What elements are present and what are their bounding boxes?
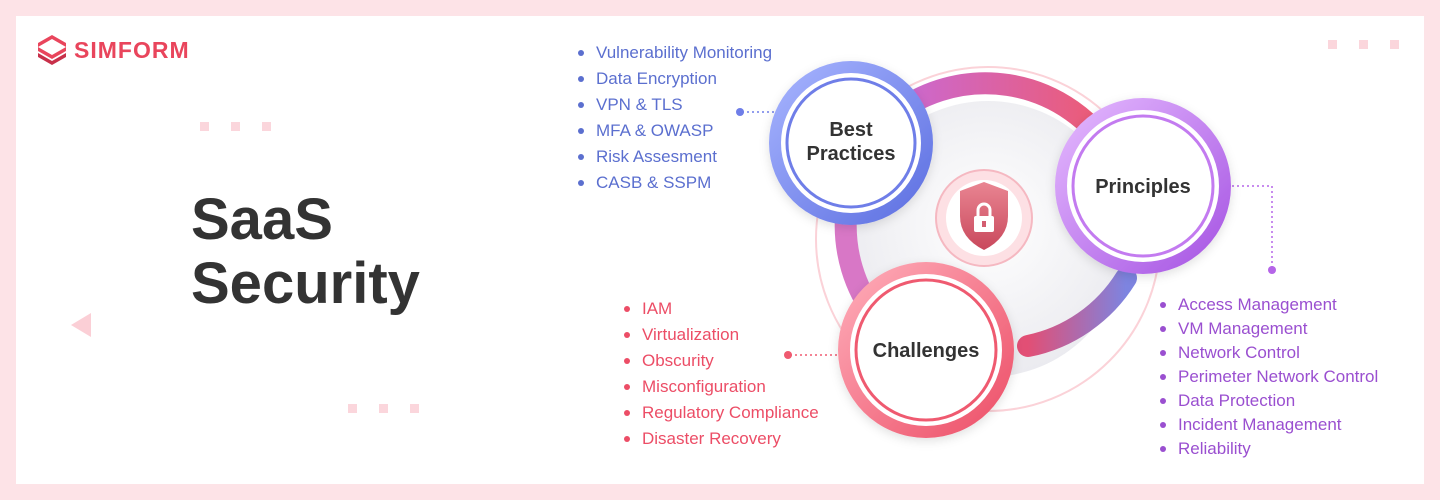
brand-logo[interactable]: SIMFORM [36, 34, 190, 66]
list-item: Incident Management [1160, 414, 1378, 438]
challenges-list: IAM Virtualization Obscurity Misconfigur… [624, 298, 819, 454]
list-item: VM Management [1160, 318, 1378, 342]
page-title: SaaS Security [191, 188, 420, 316]
node-principles-label: Principles [1095, 176, 1191, 198]
best-practices-list: Vulnerability Monitoring Data Encryption… [578, 42, 772, 198]
list-item: Risk Assesment [578, 146, 772, 172]
simform-logo-icon [38, 35, 66, 65]
list-item: Data Encryption [578, 68, 772, 94]
decor-dots [348, 404, 419, 413]
list-item: IAM [624, 298, 819, 324]
list-item: Network Control [1160, 342, 1378, 366]
list-item: Obscurity [624, 350, 819, 376]
principles-list: Access Management VM Management Network … [1160, 294, 1378, 462]
node-best-practices-line2: Practices [807, 143, 896, 165]
pr-connector-dot [1268, 266, 1276, 274]
list-item: Reliability [1160, 438, 1378, 462]
list-item: VPN & TLS [578, 94, 772, 120]
security-diagram: Best Practices Principles Challenges [736, 61, 1276, 438]
node-principles[interactable]: Principles [1055, 98, 1231, 274]
list-item: Disaster Recovery [624, 428, 819, 454]
list-item: Data Protection [1160, 390, 1378, 414]
list-item: CASB & SSPM [578, 172, 772, 198]
title-line-1: SaaS [191, 187, 333, 252]
shield-lock-icon [935, 169, 1033, 267]
node-best-practices[interactable]: Best Practices [769, 61, 933, 225]
banner-card: SIMFORM SaaS Security [16, 16, 1424, 484]
bp-connector-dot [736, 108, 744, 116]
list-item: Regulatory Compliance [624, 402, 819, 428]
ch-connector-dot [784, 351, 792, 359]
list-item: Vulnerability Monitoring [578, 42, 772, 68]
title-line-2: Security [191, 251, 420, 316]
node-challenges[interactable]: Challenges [838, 262, 1014, 438]
pr-connector [1232, 185, 1273, 270]
node-challenges-label: Challenges [873, 340, 980, 362]
decor-dots [1328, 40, 1399, 49]
list-item: MFA & OWASP [578, 120, 772, 146]
list-item: Misconfiguration [624, 376, 819, 402]
ring-arc-bottom [1017, 267, 1137, 357]
brand-name: SIMFORM [74, 36, 190, 63]
list-item: Access Management [1160, 294, 1378, 318]
list-item: Virtualization [624, 324, 819, 350]
node-best-practices-line1: Best [829, 119, 873, 141]
decor-dots [200, 122, 271, 131]
list-item: Perimeter Network Control [1160, 366, 1378, 390]
